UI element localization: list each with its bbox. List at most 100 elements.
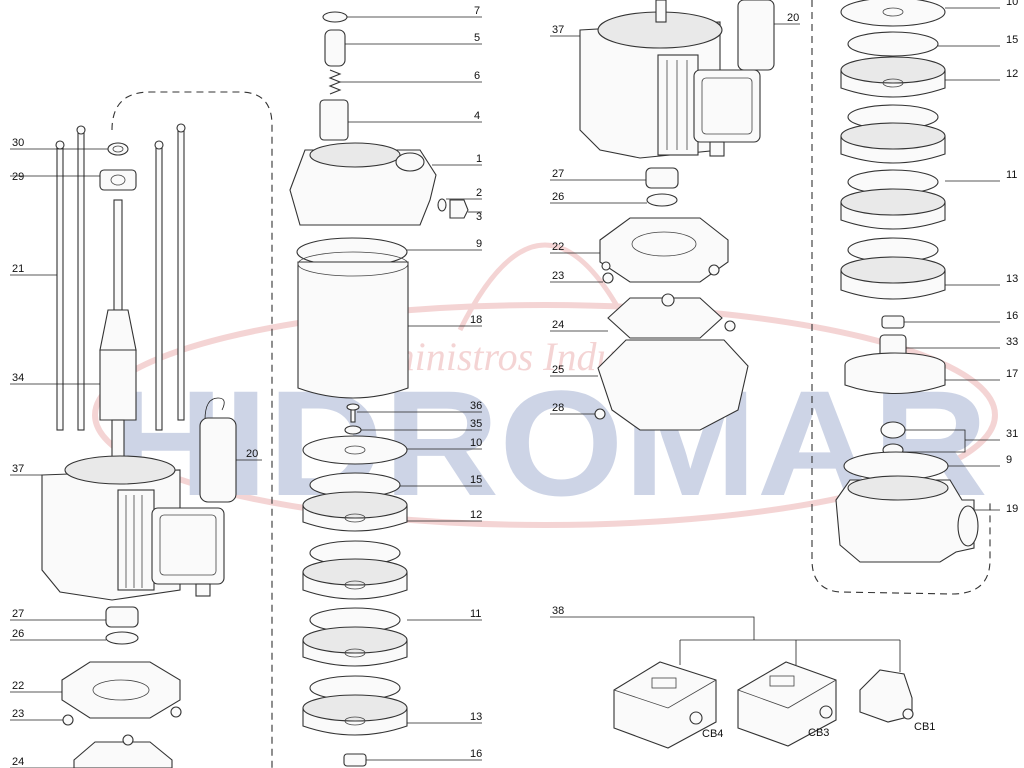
motor-37-top-gland xyxy=(709,141,725,157)
nut-23-top-b xyxy=(708,264,720,276)
pump-base-19-port xyxy=(957,505,979,547)
impeller-15-right xyxy=(847,31,939,57)
fan-24 xyxy=(73,741,173,768)
motor-37-top-fins xyxy=(657,54,699,156)
right-stage-4 xyxy=(840,237,946,300)
label-34: 34 xyxy=(12,372,24,384)
sleeve-16-right xyxy=(881,315,905,329)
label-33: 33 xyxy=(1006,336,1018,348)
label-12-right: 12 xyxy=(1006,68,1018,80)
motor-37-fins xyxy=(117,489,155,591)
ring-17 xyxy=(844,365,946,394)
leader-31 xyxy=(903,429,1000,453)
disc-10-right xyxy=(840,0,946,27)
ring-30 xyxy=(107,142,129,156)
control-boxes xyxy=(550,616,914,749)
label-cb3: CB3 xyxy=(808,727,829,739)
tie-rod-21b-cap xyxy=(76,125,86,135)
diffuser-stage2-eye xyxy=(344,580,366,590)
stage-2 xyxy=(302,540,408,600)
label-29: 29 xyxy=(12,171,24,183)
right-stage-1 xyxy=(840,56,946,98)
label-13-mid: 13 xyxy=(470,711,482,723)
label-20-top: 20 xyxy=(787,12,799,24)
fan-24-hub xyxy=(122,734,134,746)
label-3: 3 xyxy=(476,211,482,223)
casing-18 xyxy=(297,261,409,399)
control-box-cb3-gland xyxy=(819,705,833,719)
rotor-34-taper xyxy=(99,309,137,351)
bracket-22-top-bore xyxy=(631,231,697,257)
label-25: 25 xyxy=(552,364,564,376)
nut-23-top-c xyxy=(601,261,611,271)
diffuser-13-top xyxy=(302,694,408,722)
label-11-right: 11 xyxy=(1006,169,1017,181)
motor-37-terminal-box xyxy=(151,507,225,585)
ring-30-inner xyxy=(112,145,124,153)
label-11-mid: 11 xyxy=(470,608,481,620)
seal-31a xyxy=(880,421,906,439)
bracket-22-top xyxy=(599,217,729,283)
control-box-cb3 xyxy=(737,661,837,747)
label-16-right: 16 xyxy=(1006,310,1018,322)
casing-18-top xyxy=(297,251,409,277)
capacitor-20 xyxy=(199,417,237,503)
ring-2 xyxy=(437,198,447,212)
watermark-ellipse xyxy=(92,302,998,528)
motor-37-gland xyxy=(195,583,211,597)
right-pump-stack xyxy=(835,0,979,563)
spring-6 xyxy=(328,69,342,95)
diffuser-12-eye xyxy=(344,513,366,523)
control-box-cb4-window xyxy=(651,677,677,689)
right-stage-3 xyxy=(840,169,946,230)
bushing-27-top xyxy=(645,167,679,189)
rotor-34 xyxy=(99,349,137,421)
motor-fan-assembly xyxy=(579,0,775,431)
label-cb4: CB4 xyxy=(702,728,723,740)
label-10-mid: 10 xyxy=(470,437,482,449)
motor-37-winding xyxy=(64,455,176,485)
label-30: 30 xyxy=(12,137,24,149)
label-15-mid: 15 xyxy=(470,474,482,486)
label-16-mid: 16 xyxy=(470,748,482,760)
control-box-cb3-window xyxy=(769,675,795,687)
shaft-34-top xyxy=(113,199,123,311)
label-9-right: 9 xyxy=(1006,454,1012,466)
label-38: 38 xyxy=(552,605,564,617)
label-17: 17 xyxy=(1006,368,1018,380)
tie-rod-21a xyxy=(56,144,64,431)
control-box-cb4-lid xyxy=(613,679,717,709)
ring-26-top xyxy=(646,193,678,207)
ring-7 xyxy=(322,11,348,23)
sleeve-16-mid xyxy=(343,753,367,767)
control-box-cb3-lid xyxy=(737,679,837,709)
label-35: 35 xyxy=(470,418,482,430)
label-27-left: 27 xyxy=(12,608,24,620)
nut-23-top-a xyxy=(602,272,614,284)
diffuser-12-top xyxy=(302,491,408,519)
label-7: 7 xyxy=(474,5,480,17)
tie-rod-21b xyxy=(77,129,85,431)
screw-36-head xyxy=(346,403,360,411)
pump-head-1-port xyxy=(395,152,425,172)
label-22-left: 22 xyxy=(12,680,24,692)
label-4: 4 xyxy=(474,110,480,122)
plug-3 xyxy=(449,199,469,219)
label-26-left: 26 xyxy=(12,628,24,640)
pump-head-1-top xyxy=(309,142,401,168)
tie-rod-21c-cap xyxy=(154,140,164,150)
label-13-right: 13 xyxy=(1006,273,1018,285)
capacitor-20-wire xyxy=(204,397,225,421)
fan-24-top-hub xyxy=(661,293,675,307)
bushing-27 xyxy=(105,606,139,628)
bracket-22-bore xyxy=(92,679,150,701)
label-10-right: 10 xyxy=(1006,0,1018,8)
screw-24-top xyxy=(724,320,736,332)
control-box-cb1-gland xyxy=(902,708,914,720)
motor-37-terminal-lid xyxy=(159,514,217,576)
label-20-left: 20 xyxy=(246,448,258,460)
tie-rod-21c xyxy=(155,144,163,431)
diffuser-12-right-top xyxy=(840,56,946,84)
label-36: 36 xyxy=(470,400,482,412)
